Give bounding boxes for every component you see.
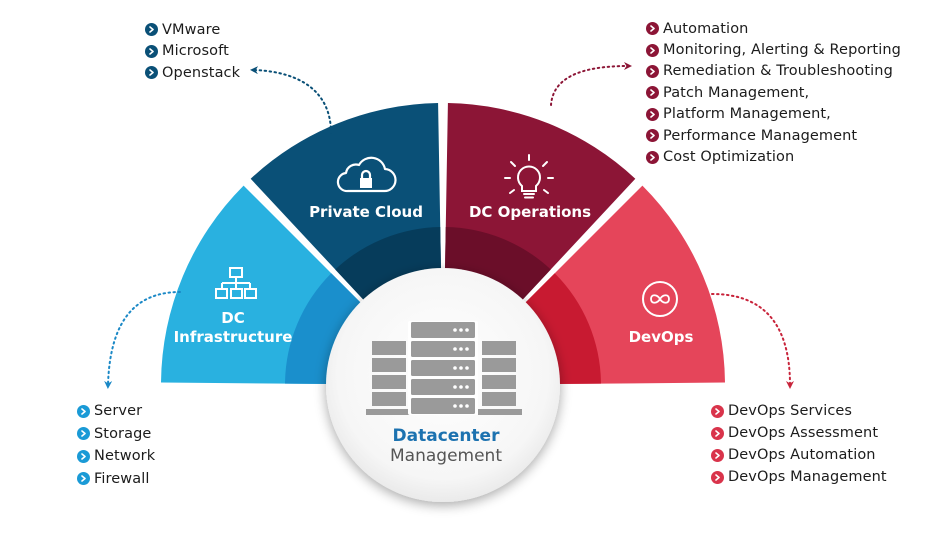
center-subtitle: Management xyxy=(390,446,502,466)
lightbulb-icon xyxy=(504,154,554,199)
chevron-right-icon xyxy=(646,107,659,121)
list-item: Firewall xyxy=(77,468,155,491)
infinity-icon xyxy=(642,281,678,317)
chevron-right-icon xyxy=(646,150,659,164)
chevron-right-icon xyxy=(145,66,158,80)
center-title: Datacenter xyxy=(393,426,501,446)
segment-dc-infrastructure-inner-band xyxy=(285,273,367,385)
list-item-label: DevOps Assessment xyxy=(728,425,879,441)
list-item-label: Remediation & Troubleshooting xyxy=(663,63,893,80)
chevron-right-icon xyxy=(646,22,659,36)
segment-inner-bands xyxy=(285,227,601,385)
list-item: Storage xyxy=(77,423,155,446)
chevron-right-icon xyxy=(77,427,90,441)
list-item: Patch Management, xyxy=(646,82,901,103)
list-item: Server xyxy=(77,400,155,423)
devops-connector xyxy=(711,293,794,389)
dc-infrastructure-label-line1: DC xyxy=(221,309,244,327)
list-item: Network xyxy=(77,445,155,468)
server-rack-icon xyxy=(366,321,522,415)
list-item-label: Firewall xyxy=(94,470,150,487)
list-item-label: Automation xyxy=(663,20,749,37)
list-item: DevOps Assessment xyxy=(711,422,887,444)
list-item-label: Network xyxy=(94,448,156,465)
list-item-label: Cost Optimization xyxy=(663,149,795,166)
list-item: DevOps Management xyxy=(711,466,887,488)
list-item-label: Monitoring, Alerting & Reporting xyxy=(663,42,901,59)
chevron-right-icon xyxy=(145,44,158,58)
list-item-label: Performance Management xyxy=(663,127,858,144)
list-item: Monitoring, Alerting & Reporting xyxy=(646,39,901,60)
chevron-right-icon xyxy=(145,23,158,37)
list-item: VMware xyxy=(145,19,240,41)
list-item: Cost Optimization xyxy=(646,146,901,167)
list-item-label: Server xyxy=(94,403,143,420)
cloud-lock-icon xyxy=(336,156,397,193)
list-item: Remediation & Troubleshooting xyxy=(646,61,901,82)
list-item: Performance Management xyxy=(646,125,901,146)
list-item-label: Storage xyxy=(94,425,152,442)
list-item: Openstack xyxy=(145,62,240,84)
list-item: DevOps Automation xyxy=(711,444,887,466)
dc-infrastructure-connector xyxy=(104,291,181,389)
chevron-right-icon xyxy=(77,404,90,418)
list-item: Automation xyxy=(646,18,901,39)
list-item-label: DevOps Services xyxy=(728,403,853,419)
chevron-right-icon xyxy=(646,86,659,100)
chevron-right-icon xyxy=(646,64,659,78)
chevron-right-icon xyxy=(646,129,659,143)
dc-operations-label: DC Operations xyxy=(469,203,591,221)
chevron-right-icon xyxy=(711,448,724,462)
chevron-right-icon xyxy=(77,472,90,486)
segment-dc-operations-inner-band xyxy=(444,227,551,307)
list-item-label: Microsoft xyxy=(162,43,229,60)
list-item-label: Platform Management, xyxy=(663,106,831,123)
network-hierarchy-icon xyxy=(215,267,257,299)
chevron-right-icon xyxy=(646,43,659,57)
list-item: Microsoft xyxy=(145,41,240,63)
private-cloud-label: Private Cloud xyxy=(309,203,423,221)
segment-devops-inner-band xyxy=(519,273,601,385)
chevron-right-icon xyxy=(711,404,724,418)
list-item-label: DevOps Management xyxy=(728,469,887,485)
dc-operations-connector xyxy=(550,62,632,106)
list-item-label: VMware xyxy=(162,21,221,38)
chevron-right-icon xyxy=(711,470,724,484)
list-item: DevOps Services xyxy=(711,400,887,422)
list-item-label: DevOps Automation xyxy=(728,447,876,463)
private-cloud-connector xyxy=(250,66,332,134)
chevron-right-icon xyxy=(711,426,724,440)
dc-infrastructure-label-line2: Infrastructure xyxy=(174,328,293,346)
list-item: Platform Management, xyxy=(646,104,901,125)
chevron-right-icon xyxy=(77,449,90,463)
list-item-label: Patch Management, xyxy=(663,84,810,101)
list-item-label: Openstack xyxy=(162,64,241,81)
segment-private-cloud-inner-band xyxy=(335,227,442,307)
devops-label: DevOps xyxy=(629,328,694,346)
